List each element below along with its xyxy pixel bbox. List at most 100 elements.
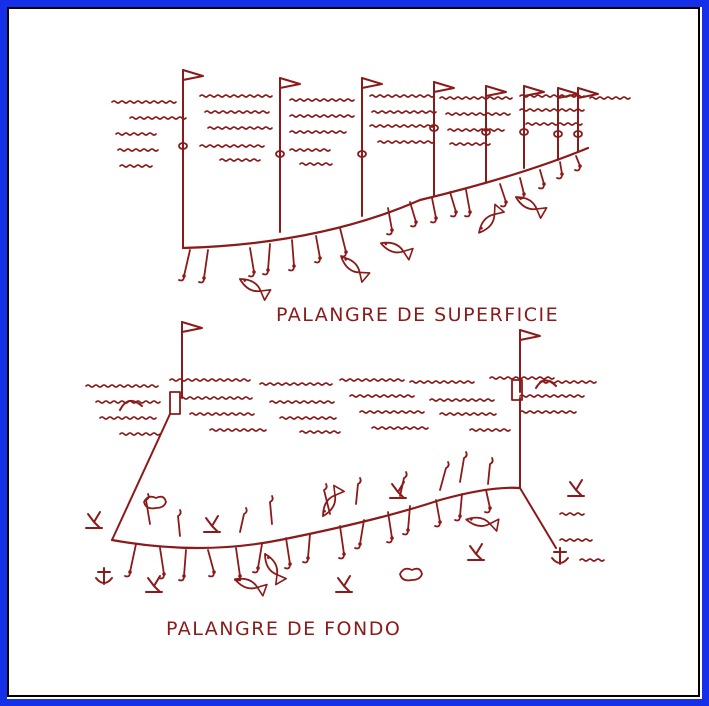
hook-bait bbox=[202, 276, 206, 280]
anchor bbox=[96, 568, 112, 584]
fish-tail bbox=[401, 246, 413, 260]
flag bbox=[182, 322, 202, 332]
hook-snood bbox=[178, 510, 181, 536]
fish-body bbox=[466, 516, 491, 528]
hook-bait bbox=[318, 256, 322, 260]
water-wave bbox=[520, 109, 584, 111]
hook-snood bbox=[557, 162, 562, 179]
water-wave bbox=[116, 133, 156, 135]
fish-body bbox=[262, 552, 281, 577]
water-wave bbox=[370, 125, 434, 127]
water-wave bbox=[470, 429, 510, 431]
hook-bait bbox=[504, 200, 508, 204]
water-wave bbox=[378, 141, 434, 143]
fish bbox=[233, 574, 267, 596]
water-wave bbox=[372, 427, 428, 429]
seabed-creature bbox=[468, 544, 484, 560]
water-wave bbox=[560, 539, 592, 541]
water-wave bbox=[120, 433, 160, 435]
surface-longline-label: PALANGRE DE SUPERFICIE bbox=[276, 304, 559, 326]
seabed-creature bbox=[336, 576, 352, 592]
water-wave bbox=[86, 385, 158, 387]
fish bbox=[474, 204, 504, 236]
seabed-creature bbox=[86, 512, 102, 528]
anchor-rope bbox=[520, 398, 556, 548]
flag bbox=[183, 70, 203, 80]
mainline bbox=[183, 148, 588, 248]
fish-body bbox=[233, 575, 258, 591]
water-wave bbox=[450, 143, 490, 145]
hook-bait bbox=[288, 562, 292, 566]
water-wave bbox=[560, 513, 584, 515]
water-wave bbox=[300, 163, 332, 165]
hook-snood bbox=[240, 508, 247, 532]
hook-bait bbox=[182, 274, 186, 278]
water-wave bbox=[290, 99, 354, 101]
water-wave bbox=[526, 123, 582, 125]
hook-bait bbox=[256, 566, 260, 570]
hook-bait bbox=[182, 574, 186, 578]
hook-bait bbox=[252, 270, 256, 274]
hook-bait bbox=[468, 210, 472, 214]
hook-bait bbox=[266, 268, 270, 272]
hook-bait bbox=[414, 220, 418, 224]
hook-bait bbox=[578, 164, 582, 168]
flag bbox=[524, 86, 544, 96]
water-wave bbox=[350, 395, 414, 397]
hook-bait bbox=[212, 570, 216, 574]
fish bbox=[513, 192, 547, 218]
water-wave bbox=[520, 411, 576, 413]
water-wave bbox=[118, 149, 158, 151]
water-wave bbox=[120, 165, 152, 167]
water-wave bbox=[430, 399, 494, 401]
seabed-creature bbox=[204, 516, 220, 532]
water-wave bbox=[260, 383, 332, 385]
hook-snood bbox=[488, 458, 493, 484]
hook-snood bbox=[460, 452, 467, 482]
hook-bait bbox=[238, 574, 242, 578]
marker-buoy bbox=[170, 392, 180, 414]
water-wave bbox=[520, 395, 584, 397]
water-wave bbox=[440, 413, 496, 415]
flag bbox=[280, 78, 300, 88]
water-wave bbox=[370, 95, 434, 97]
hook-bait bbox=[488, 506, 492, 510]
water-wave bbox=[180, 397, 252, 399]
water-wave bbox=[100, 417, 156, 419]
hook-bait bbox=[390, 536, 394, 540]
water-wave bbox=[300, 431, 340, 433]
hook-bait bbox=[292, 264, 296, 268]
water-wave bbox=[208, 127, 272, 129]
water-wave bbox=[490, 377, 554, 379]
water-wave bbox=[410, 381, 474, 383]
hook-bait bbox=[522, 192, 526, 196]
seabed-creature bbox=[568, 480, 584, 496]
hook-bait bbox=[162, 572, 166, 576]
water-wave bbox=[130, 117, 186, 119]
water-wave bbox=[448, 129, 504, 131]
fish bbox=[260, 551, 286, 585]
hook-bait bbox=[542, 182, 546, 186]
fish bbox=[318, 485, 344, 519]
water-wave bbox=[270, 401, 334, 403]
water-wave bbox=[200, 145, 264, 147]
water-wave bbox=[290, 131, 346, 133]
water-wave bbox=[220, 159, 260, 161]
flag bbox=[578, 88, 598, 98]
surface-longline bbox=[112, 70, 630, 300]
hook-bait bbox=[458, 514, 462, 518]
water-wave bbox=[190, 413, 254, 415]
hook-snood bbox=[575, 156, 580, 171]
water-wave bbox=[372, 111, 436, 113]
water-wave bbox=[290, 149, 330, 151]
water-wave bbox=[290, 115, 354, 117]
hook-bait bbox=[128, 570, 132, 574]
flag bbox=[520, 330, 540, 340]
fish-tail bbox=[356, 268, 370, 282]
anchor bbox=[552, 548, 568, 564]
fish bbox=[337, 252, 369, 282]
hook-bait bbox=[358, 542, 362, 546]
fish-body bbox=[339, 254, 363, 276]
hook-snood bbox=[440, 462, 449, 490]
